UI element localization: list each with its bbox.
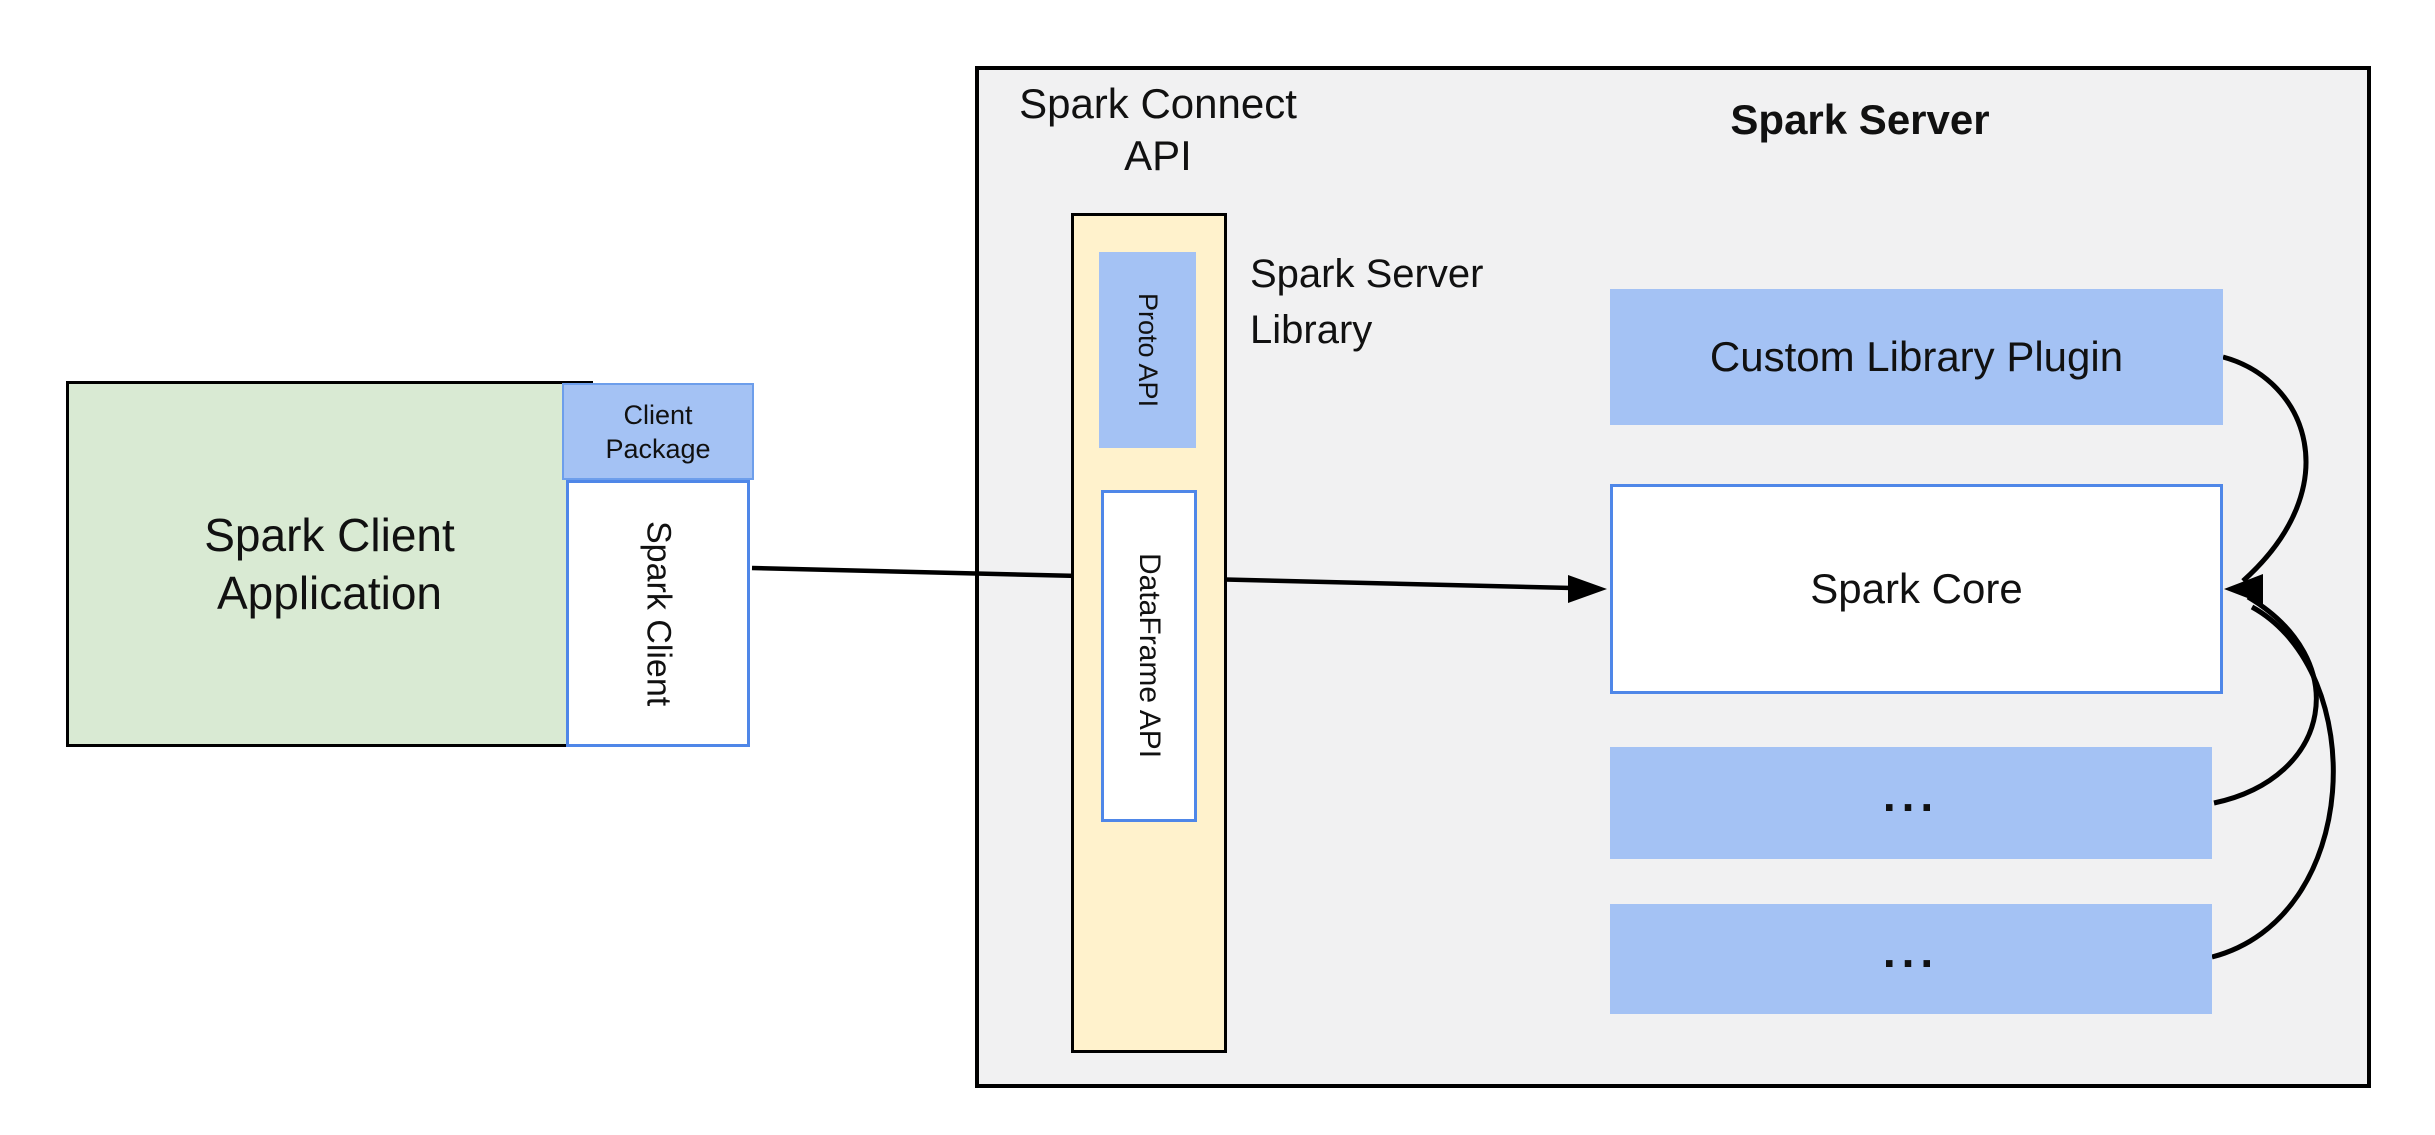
- client-package-label-line1: Client: [623, 399, 693, 430]
- custom-library-plugin-label: Custom Library Plugin: [1709, 333, 2124, 380]
- proto-api-box: Proto API: [1099, 252, 1196, 448]
- spark-server-library-label-line2: Library: [1250, 308, 1373, 352]
- client-package-box: Client Package: [562, 383, 754, 480]
- spark-server-library-label-line1: Spark Server: [1250, 252, 1484, 296]
- spark-connect-api-heading: Spark Connect API: [938, 78, 1378, 182]
- additional-module-box-2: ...: [1610, 904, 2212, 1014]
- dataframe-api-label: DataFrame API: [1133, 553, 1166, 759]
- proto-api-label: Proto API: [1133, 292, 1163, 408]
- spark-server-title: Spark Server: [1730, 96, 1990, 143]
- spark-client-application-box: Spark Client Application: [66, 381, 593, 747]
- dataframe-api-box: DataFrame API: [1101, 490, 1197, 822]
- spark-client-application-label-line1: Spark Client: [204, 509, 455, 561]
- custom-library-plugin-box: Custom Library Plugin: [1610, 289, 2223, 425]
- spark-client-box: Spark Client: [566, 480, 750, 747]
- spark-core-box: Spark Core: [1610, 484, 2223, 694]
- spark-connect-api-heading-line2: API: [1124, 132, 1192, 179]
- spark-server-library-label: Spark Server Library: [1250, 246, 1610, 358]
- additional-module-1-label: ...: [1882, 769, 1940, 821]
- spark-core-label: Spark Core: [1810, 565, 2023, 612]
- additional-module-2-label: ...: [1882, 925, 1940, 977]
- spark-client-label: Spark Client: [639, 520, 678, 707]
- spark-connect-api-heading-line1: Spark Connect: [1019, 80, 1297, 127]
- client-package-label-line2: Package: [605, 433, 711, 464]
- additional-module-box-1: ...: [1610, 747, 2212, 859]
- spark-client-application-label-line2: Application: [216, 567, 443, 619]
